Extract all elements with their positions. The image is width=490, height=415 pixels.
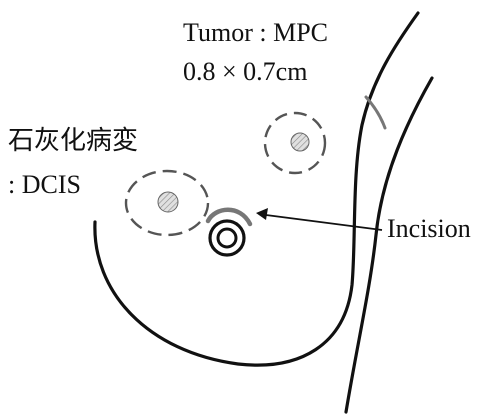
areola-outer [210, 221, 244, 255]
dcis-label-line1: 石灰化病変 [8, 128, 138, 154]
tumor-label-line1: Tumor : MPC [183, 20, 328, 46]
incision-label: Incision [387, 216, 471, 242]
incision-arrow-line [266, 215, 382, 230]
dcis-lesion [158, 192, 178, 212]
tumor-size-label: 0.8 × 0.7cm [183, 59, 307, 85]
axillary-mark [366, 97, 385, 128]
tumor-lesion [291, 133, 309, 151]
dcis-label-line2: : DCIS [8, 172, 81, 198]
trunk-outline [346, 78, 432, 412]
nipple-inner [218, 229, 236, 247]
incision-arrow-head [256, 208, 268, 220]
